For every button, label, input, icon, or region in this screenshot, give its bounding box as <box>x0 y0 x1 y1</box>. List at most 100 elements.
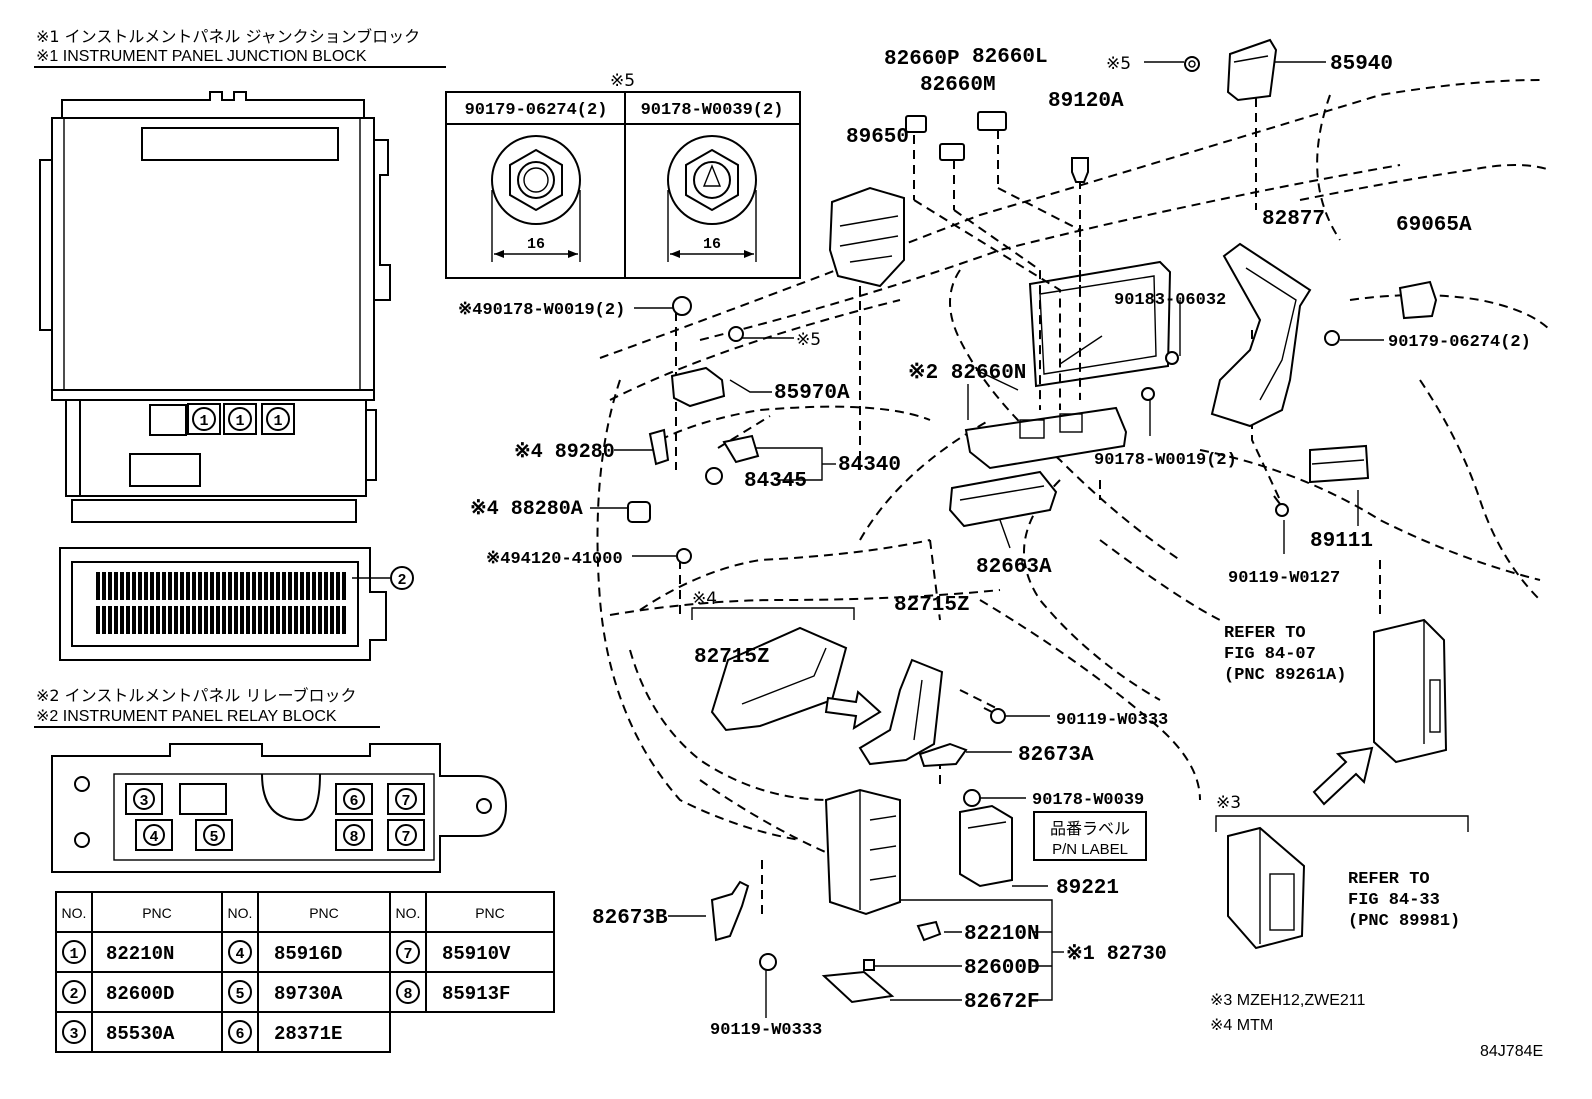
bracket-82715z-a-drawing <box>710 626 848 732</box>
sensor-89280-drawing <box>648 428 670 466</box>
nut-detail-box: ※5 90179-06274(2) 90178-W0039(2) 16 <box>445 71 801 279</box>
jb-title-en: ※1 INSTRUMENT PANEL JUNCTION BLOCK <box>36 48 367 65</box>
label-82660m: 82660M <box>920 74 996 97</box>
label-note4-box: ※4 <box>692 589 717 609</box>
leader-lines <box>590 61 1384 1018</box>
fuse-strip-drawing: 2 <box>59 547 414 661</box>
label-refer2-line3: (PNC 89981) <box>1348 912 1460 931</box>
table-cell-no: 8 <box>403 986 412 1003</box>
table-cell-pnc: 82210N <box>106 943 174 965</box>
relay-block-89221-drawing <box>959 804 1013 888</box>
jb-title-jp: ※1 インストルメントパネル ジャンクションブロック <box>36 27 420 46</box>
jb-marker-1c: 1 <box>261 403 295 435</box>
bracket-82673b-drawing <box>710 880 750 942</box>
label-note5-top: ※5 <box>1106 54 1131 74</box>
table-cell-pnc: 85530A <box>106 1023 175 1045</box>
bolt-90119-w0333-b-icon <box>759 953 777 971</box>
rb-marker-3: 3 <box>125 783 163 815</box>
nut-left-dim: 16 <box>527 236 545 253</box>
label-82660n: ※2 82660N <box>908 361 1026 385</box>
table-header-no-2: NO. <box>228 905 253 921</box>
rb-marker-8: 8 <box>335 819 373 851</box>
svg-text:5: 5 <box>209 829 218 846</box>
connector-82660l-drawing <box>977 111 1007 131</box>
nut-icon <box>1324 330 1340 346</box>
label-82715z-a: 82715Z <box>694 646 770 669</box>
label-69065a: 69065A <box>1396 214 1472 237</box>
arrow-up-right-icon <box>1312 746 1374 806</box>
nut-90178-w0039-icon <box>963 789 981 807</box>
label-82210n: 82210N <box>964 923 1040 946</box>
label-82730: ※1 82730 <box>1066 943 1167 966</box>
table-cell-no: 4 <box>235 946 244 963</box>
nut-left-pn: 90179-06274(2) <box>465 101 608 120</box>
label-82673b: 82673B <box>592 907 668 930</box>
rb-marker-7b: 7 <box>387 819 425 851</box>
panel-82663a-drawing <box>948 470 1058 528</box>
table-header-pnc-1: PNC <box>142 905 172 921</box>
svg-text:7: 7 <box>401 829 410 846</box>
nut-left-icon: 16 <box>491 135 581 262</box>
table-cell-pnc: 82600D <box>106 983 174 1005</box>
connector-82660m-drawing <box>939 143 965 161</box>
table-cell-pnc: 85916D <box>274 943 342 965</box>
svg-text:1: 1 <box>235 413 244 430</box>
module-85970a-drawing <box>670 366 726 408</box>
jb-marker-1b: 1 <box>223 403 257 435</box>
table-cell-no: 2 <box>69 986 78 1003</box>
label-note3-box: ※3 <box>1216 793 1241 813</box>
table-cell-no: 3 <box>69 1026 78 1043</box>
bracket-82673a-drawing <box>918 742 968 768</box>
label-note5-mid: ※5 <box>796 330 821 350</box>
svg-text:7: 7 <box>401 793 410 810</box>
junction-block-drawing: 1 1 1 <box>39 91 391 523</box>
note4-box <box>691 607 855 620</box>
rb-title-en: ※2 INSTRUMENT PANEL RELAY BLOCK <box>36 708 337 725</box>
fuse-82210n-icon <box>916 920 942 942</box>
table-header-pnc-2: PNC <box>309 905 339 921</box>
nut-84345-icon <box>705 467 723 485</box>
label-88280a: ※4 88280A <box>470 498 583 521</box>
screw-90119-w0127-icon <box>1273 495 1289 517</box>
clip-94120-icon <box>676 548 692 564</box>
junction-block-legend: ※1 インストルメントパネル ジャンクションブロック ※1 INSTRUMENT… <box>34 27 446 661</box>
pn-label-en: P/N LABEL <box>1052 841 1128 858</box>
table-header-no-1: NO. <box>62 905 87 921</box>
label-89280: ※4 89280 <box>514 441 615 464</box>
plug-89120a-drawing <box>1071 157 1089 183</box>
svg-text:4: 4 <box>149 829 158 846</box>
label-89650: 89650 <box>846 126 909 149</box>
table-header-no-3: NO. <box>396 905 421 921</box>
table-header-pnc-3: PNC <box>475 905 505 921</box>
label-84345: 84345 <box>744 470 807 493</box>
clip-note5-icon <box>728 326 744 342</box>
label-90119-w0333-a: 90119-W0333 <box>1056 711 1168 730</box>
table-cell-no: 7 <box>403 946 412 963</box>
label-90183-06032: 90183-06032 <box>1114 291 1226 310</box>
fuse-teeth <box>96 572 346 634</box>
note-4-mtm: ※4 MTM <box>1210 1017 1273 1034</box>
nut-right-pn: 90178-W0039(2) <box>641 101 784 120</box>
pn-label-box: 品番ラベル P/N LABEL <box>1033 811 1147 861</box>
table-cell-pnc: 85913F <box>442 983 510 1005</box>
table-cell-no: 1 <box>69 946 78 963</box>
fuse-marker-2: 2 <box>397 572 406 589</box>
label-refer1-line2: FIG 84-07 <box>1224 645 1316 664</box>
clip-90178-icon <box>1141 387 1155 401</box>
label-refer2-line2: FIG 84-33 <box>1348 891 1440 910</box>
note-3-models: ※3 MZEH12,ZWE211 <box>1210 992 1365 1009</box>
label-82660p: 82660P <box>884 48 960 71</box>
junction-block-82730-drawing <box>824 788 901 916</box>
bracket-69065a-drawing <box>1398 280 1438 320</box>
label-refer2-line1: REFER TO <box>1348 870 1430 889</box>
table-row: 3 85530A 6 28371E <box>62 1020 342 1045</box>
label-refer1-line3: (PNC 89261A) <box>1224 666 1346 685</box>
label-89120a: 89120A <box>1048 90 1124 113</box>
svg-text:6: 6 <box>349 793 358 810</box>
switch-82660n-drawing <box>964 406 1128 470</box>
label-84340: 84340 <box>838 454 901 477</box>
svg-text:8: 8 <box>349 829 358 846</box>
label-90178-w0039: 90178-W0039 <box>1032 791 1144 810</box>
label-89221: 89221 <box>1056 877 1119 900</box>
